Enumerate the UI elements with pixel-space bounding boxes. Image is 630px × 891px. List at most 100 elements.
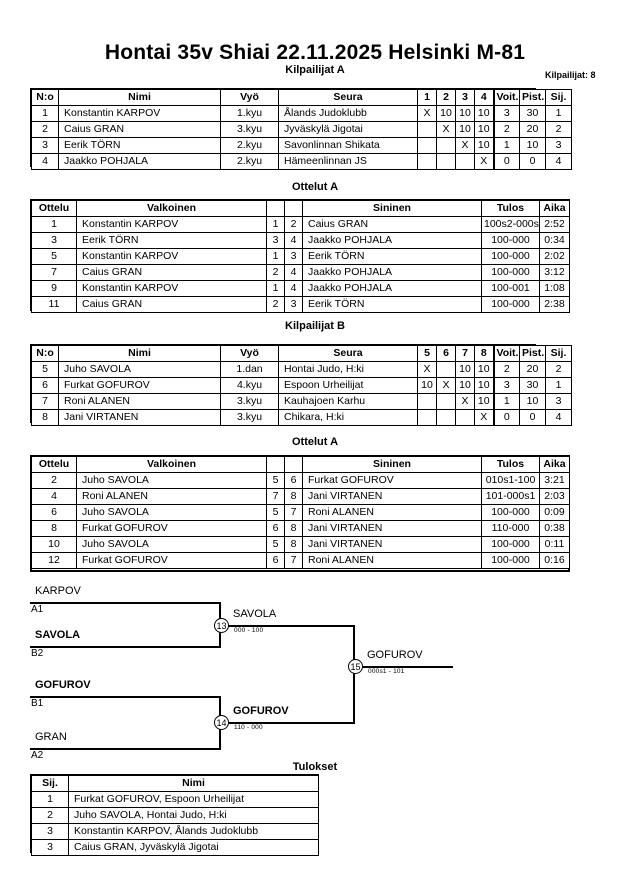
col-belt: Vyö [220,345,279,362]
results-header-row: Sij. Nimi [31,775,319,792]
cell-m3: 10 [455,377,475,394]
cell-blue: Eerik TÖRN [302,248,482,265]
cell-result: 100-000 [481,248,540,265]
cell-match-no: 1 [31,216,77,233]
col-club: Seura [278,345,418,362]
col-white-no [266,200,285,217]
cell-m1: X [417,361,437,378]
cell-blue-no: 8 [284,520,303,537]
cell-time: 1:08 [539,280,570,297]
bracket-node-15-line [363,666,453,668]
knockout-bracket: KARPOV A1 SAVOLA B2 13 SAVOLA 000 - 100 … [0,578,630,761]
bracket-node-13-line [229,625,355,627]
cell-result: 100-000 [481,536,540,553]
cell-blue: Jaakko POHJALA [302,280,482,297]
cell-white-no: 3 [266,232,285,249]
col-white-no [266,456,285,473]
table-row: 3 Eerik TÖRN 3 4 Jaakko POHJALA 100-000 … [31,232,570,249]
table-row: 5 Juho SAVOLA 1.dan Hontai Judo, H:ki X … [31,361,572,378]
cell-result: 100-000 [481,232,540,249]
bracket-node-13-winner: SAVOLA [233,608,277,620]
cell-wins: 1 [492,393,520,410]
cell-white-no: 2 [266,264,285,281]
col-rank: Sij. [545,345,572,362]
cell-m3 [455,153,475,170]
matches-b-header-row: Ottelu Valkoinen Sininen Tulos Aika [31,456,570,473]
cell-m1: 10 [417,377,437,394]
cell-points: 0 [519,153,546,170]
cell-white-no: 5 [266,472,285,489]
col-opp-3: 3 [455,89,475,106]
cell-points: 30 [519,105,546,122]
table-row: 7 Roni ALANEN 3.kyu Kauhajoen Karhu X 10… [31,393,572,410]
col-result: Tulos [481,200,540,217]
col-belt: Vyö [220,89,279,106]
cell-blue: Jaakko POHJALA [302,264,482,281]
cell-name: Roni ALANEN [58,393,221,410]
cell-white: Juho SAVOLA [76,472,267,489]
cell-white: Caius GRAN [76,264,267,281]
col-name: Nimi [68,775,319,792]
cell-result: 101-000s1 [481,488,540,505]
cell-rank: 3 [31,839,69,856]
cell-m3: 10 [455,121,475,138]
table-row: 3 Caius GRAN, Jyväskylä Jigotai [31,839,319,856]
cell-points: 30 [519,377,546,394]
col-rank: Sij. [545,89,572,106]
cell-m4: 10 [474,121,494,138]
cell-club: Chikara, H:ki [278,409,418,426]
cell-blue-no: 7 [284,504,303,521]
cell-white-no: 6 [266,520,285,537]
cell-m1 [417,137,437,154]
table-row: 11 Caius GRAN 2 3 Eerik TÖRN 100-000 2:3… [31,296,570,313]
cell-name: Furkat GOFUROV, Espoon Urheilijat [68,791,319,808]
table-row: 8 Furkat GOFUROV 6 8 Jani VIRTANEN 110-0… [31,520,570,537]
pool-b-table: N:o Nimi Vyö Seura 5 6 7 8 Voit. Pist. S… [31,345,572,426]
cell-match-no: 5 [31,248,77,265]
matches-b-table: Ottelu Valkoinen Sininen Tulos Aika 2 Ju… [31,456,570,569]
cell-points: 10 [519,137,546,154]
cell-m2: X [436,377,456,394]
col-opp-2: 2 [436,89,456,106]
entrants-count: Kilpailijat: 8 [545,70,596,80]
cell-time: 2:03 [539,488,570,505]
col-white: Valkoinen [76,200,267,217]
cell-club: Hontai Judo, H:ki [278,361,418,378]
table-row: 7 Caius GRAN 2 4 Jaakko POHJALA 100-000 … [31,264,570,281]
cell-belt: 3.kyu [220,393,279,410]
cell-blue: Caius GRAN [302,216,482,233]
table-row: 6 Furkat GOFUROV 4.kyu Espoon Urheilijat… [31,377,572,394]
cell-name: Konstantin KARPOV [58,105,221,122]
cell-time: 2:38 [539,296,570,313]
cell-time: 0:11 [539,536,570,553]
cell-m3: 10 [455,105,475,122]
bracket-node-14-winner: GOFUROV [233,705,289,717]
cell-m2 [436,137,456,154]
cell-white: Furkat GOFUROV [76,520,267,537]
cell-m3: X [455,393,475,410]
cell-no: 4 [31,153,59,170]
cell-belt: 1.dan [220,361,279,378]
bracket-entry-line-1 [30,602,221,604]
col-blue-no [284,456,303,473]
cell-white-no: 2 [266,296,285,313]
cell-name: Furkat GOFUROV [58,377,221,394]
col-result: Tulos [481,456,540,473]
cell-result: 100s2-000s1 [481,216,540,233]
cell-wins: 2 [492,361,520,378]
cell-club: Savonlinnan Shikata [278,137,418,154]
cell-points: 20 [519,121,546,138]
cell-result: 100-000 [481,264,540,281]
bracket-entry-seed-2: B2 [31,648,44,659]
cell-m4: X [474,409,494,426]
page-title: Hontai 35v Shiai 22.11.2025 Helsinki M-8… [104,41,526,64]
cell-m4: 10 [474,377,494,394]
matches-a-header-row: Ottelu Valkoinen Sininen Tulos Aika [31,200,570,217]
col-rank: Sij. [31,775,69,792]
cell-rank: 1 [31,791,69,808]
bracket-entry-seed-1: A1 [31,604,44,615]
cell-wins: 0 [492,153,520,170]
col-club: Seura [278,89,418,106]
bracket-node-15-score: 000s1 - 101 [368,668,405,675]
table-row: 2 Juho SAVOLA 5 6 Furkat GOFUROV 010s1-1… [31,472,570,489]
